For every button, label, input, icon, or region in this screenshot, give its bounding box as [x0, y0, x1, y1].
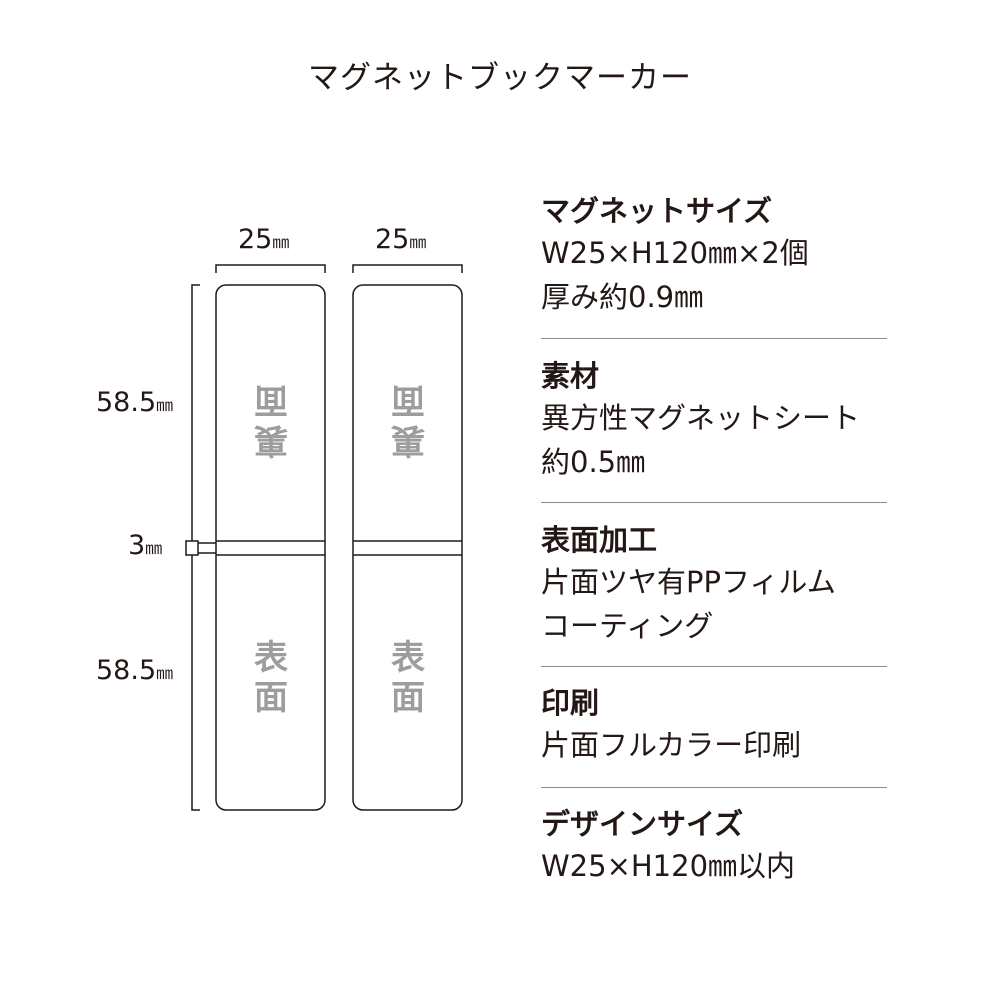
front-side-label-left: 表面 — [254, 638, 288, 718]
bookmarker-diagram: 25㎜ 25㎜ 58.5㎜ 3㎜ 58.5㎜ 裏面 裏面 表面 表面 — [96, 224, 463, 811]
spec-value: 片面ツヤ有PPフィルム — [541, 565, 836, 599]
bookmark-left-outline — [215, 284, 326, 811]
height-dimension-bottom — [191, 555, 200, 811]
spec-printing: 印刷 片面フルカラー印刷 — [541, 683, 888, 767]
spec-design-size: デザインサイズ W25×H120㎜以内 — [541, 804, 888, 888]
height-dimension-top — [191, 284, 200, 541]
spec-surface-finish: 表面加工 片面ツヤ有PPフィルム コーティング — [541, 520, 888, 648]
spec-divider — [541, 666, 887, 667]
page-title: マグネットブックマーカー — [308, 60, 692, 96]
spec-title: 素材 — [541, 359, 600, 393]
diagram-lines — [185, 264, 463, 811]
spec-divider — [541, 502, 887, 503]
back-side-label-right: 裏面 — [391, 380, 425, 460]
spec-magnet-size: マグネットサイズ W25×H120㎜×2個 厚み約0.9㎜ — [541, 191, 888, 319]
width-label-left: 25㎜ — [238, 224, 290, 255]
gap-marker — [185, 540, 199, 556]
spec-title: デザインサイズ — [541, 807, 744, 841]
spec-divider — [541, 338, 887, 339]
spec-title: 表面加工 — [541, 523, 658, 557]
width-dimension-left — [215, 264, 326, 273]
spec-value: W25×H120㎜×2個 — [541, 236, 809, 270]
height-label-gap: 3㎜ — [128, 530, 163, 561]
spec-value: 異方性マグネットシート — [541, 401, 861, 435]
spec-title: 印刷 — [541, 686, 600, 720]
front-side-label-right: 表面 — [391, 638, 425, 718]
height-label-bottom: 58.5㎜ — [96, 655, 174, 686]
spec-value: W25×H120㎜以内 — [541, 849, 796, 883]
spec-value: 片面フルカラー印刷 — [541, 728, 802, 762]
bookmark-right-outline — [352, 284, 463, 811]
spec-value: 約0.5㎜ — [541, 445, 646, 479]
spec-value: コーティング — [541, 609, 714, 643]
spec-divider — [541, 787, 887, 788]
height-label-top: 58.5㎜ — [96, 387, 174, 418]
spec-value: 厚み約0.9㎜ — [541, 280, 704, 314]
back-side-label-left: 裏面 — [254, 380, 288, 460]
spec-material: 素材 異方性マグネットシート 約0.5㎜ — [541, 356, 888, 484]
width-label-right: 25㎜ — [375, 224, 427, 255]
spec-title: マグネットサイズ — [541, 194, 773, 228]
width-dimension-right — [352, 264, 463, 273]
